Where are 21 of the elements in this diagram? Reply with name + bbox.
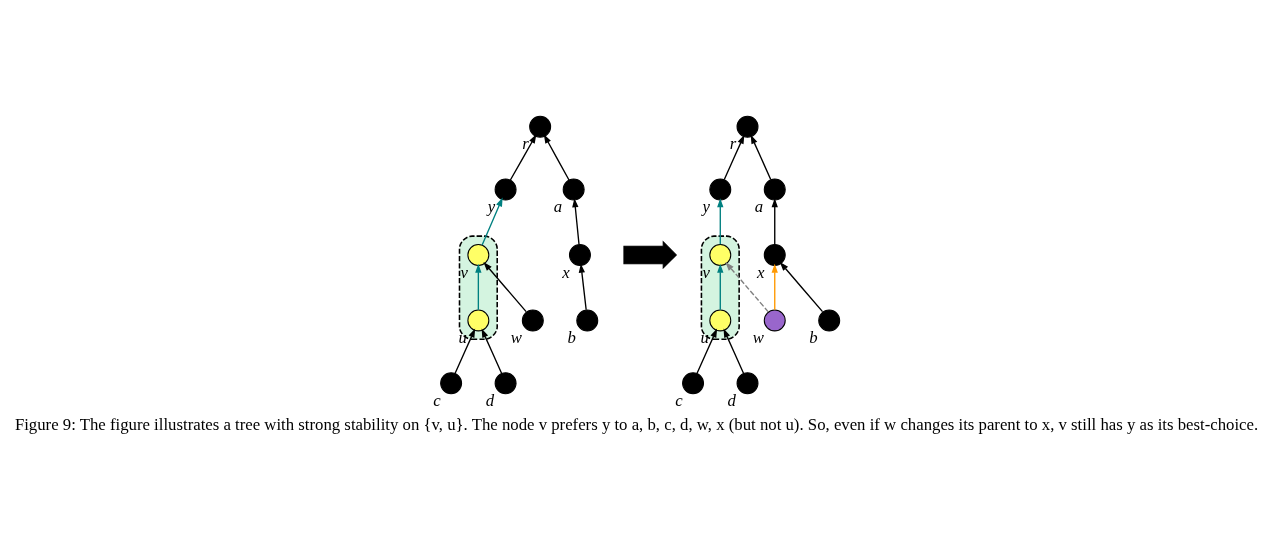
node-label: w [752, 327, 764, 347]
node-label: x [562, 262, 570, 282]
node-label: d [485, 390, 495, 410]
node-label: b [809, 327, 818, 347]
node-label: y [487, 196, 496, 216]
node-label: r [729, 133, 737, 153]
node-label: u [458, 327, 467, 347]
node-label: v [702, 262, 710, 282]
node-label: b [567, 327, 576, 347]
node-label: a [553, 196, 563, 216]
node-label: v [460, 262, 468, 282]
node-label: y [702, 196, 710, 216]
node-label: c [433, 390, 441, 410]
node-label: w [510, 327, 523, 347]
node-label: d [727, 390, 736, 410]
node-label: r [522, 133, 529, 153]
caption: Figure 9: The figure illustrates a tree with strong stability on {v, u}. The node v prefers y to a, b, c, d, w, x (but not u). So, even if w changes its parent to x, v still has y as its best-choice. [14, 414, 1259, 434]
node-label: c [675, 390, 683, 410]
node-label: u [700, 327, 709, 347]
node-label: a [754, 196, 764, 216]
node-label: x [756, 262, 765, 282]
